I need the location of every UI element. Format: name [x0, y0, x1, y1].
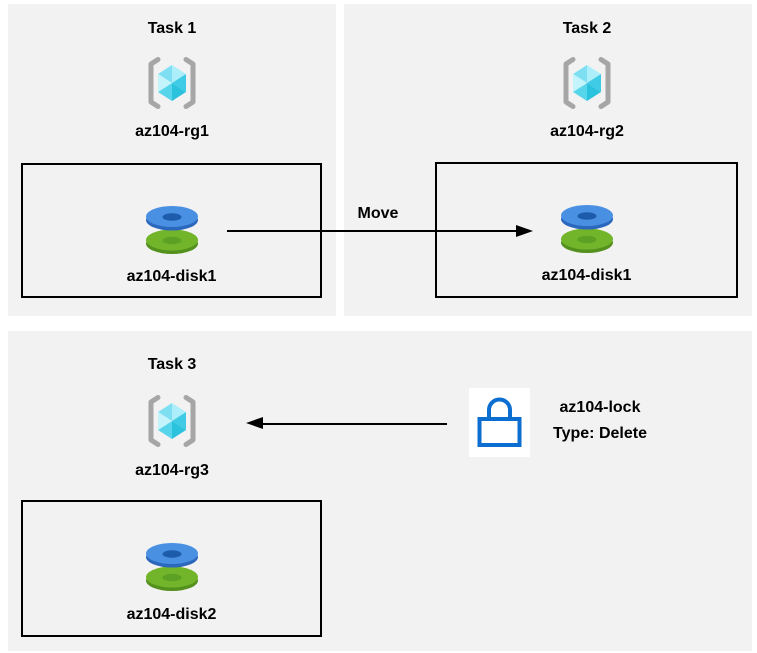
task-3-panel: Task 3 az104-rg3: [8, 331, 752, 651]
lock-caption: az104-lock Type: Delete: [533, 395, 667, 447]
disk-icon: [145, 206, 198, 254]
move-arrow-line: [227, 230, 517, 232]
disk-icon: [145, 543, 198, 591]
task-1-panel: Task 1 az104-rg1: [8, 4, 336, 316]
lock-name-label: az104-lock: [559, 399, 641, 416]
disk-box: az104-disk1: [21, 163, 322, 298]
disk-label: az104-disk2: [126, 606, 217, 623]
lock-tile: [469, 388, 530, 457]
lock-arrow-line: [262, 423, 447, 425]
resource-group-label: az104-rg2: [550, 123, 624, 140]
lock-arrowhead-icon: [246, 417, 263, 429]
resource-group-icon: [148, 395, 196, 447]
task-1-icon-row: [8, 56, 336, 110]
disk-icon-row: [23, 203, 320, 257]
resource-group-label: az104-rg1: [135, 123, 209, 140]
disk-icon-row: [23, 540, 320, 594]
task-3-title: Task 3: [147, 356, 197, 373]
move-arrow-label: Move: [357, 205, 399, 222]
resource-group-icon: [148, 57, 196, 109]
move-arrowhead-icon: [516, 225, 533, 237]
resource-group-icon: [563, 57, 611, 109]
lock-type-label: Type: Delete: [553, 425, 647, 442]
resource-group-label: az104-rg3: [135, 462, 209, 479]
task-2-title: Task 2: [562, 20, 612, 37]
disk-icon: [560, 205, 613, 253]
disk-label: az104-disk1: [126, 268, 217, 285]
disk-label: az104-disk1: [541, 267, 632, 284]
task-2-panel: Task 2 az104-rg2: [344, 4, 752, 316]
lock-icon: [477, 397, 522, 447]
task-2-icon-row: [435, 56, 739, 110]
task-3-icon-row: [8, 394, 336, 448]
disk-icon-row: [437, 202, 736, 256]
task-1-title: Task 1: [147, 20, 197, 37]
disk-box: az104-disk2: [21, 500, 322, 637]
